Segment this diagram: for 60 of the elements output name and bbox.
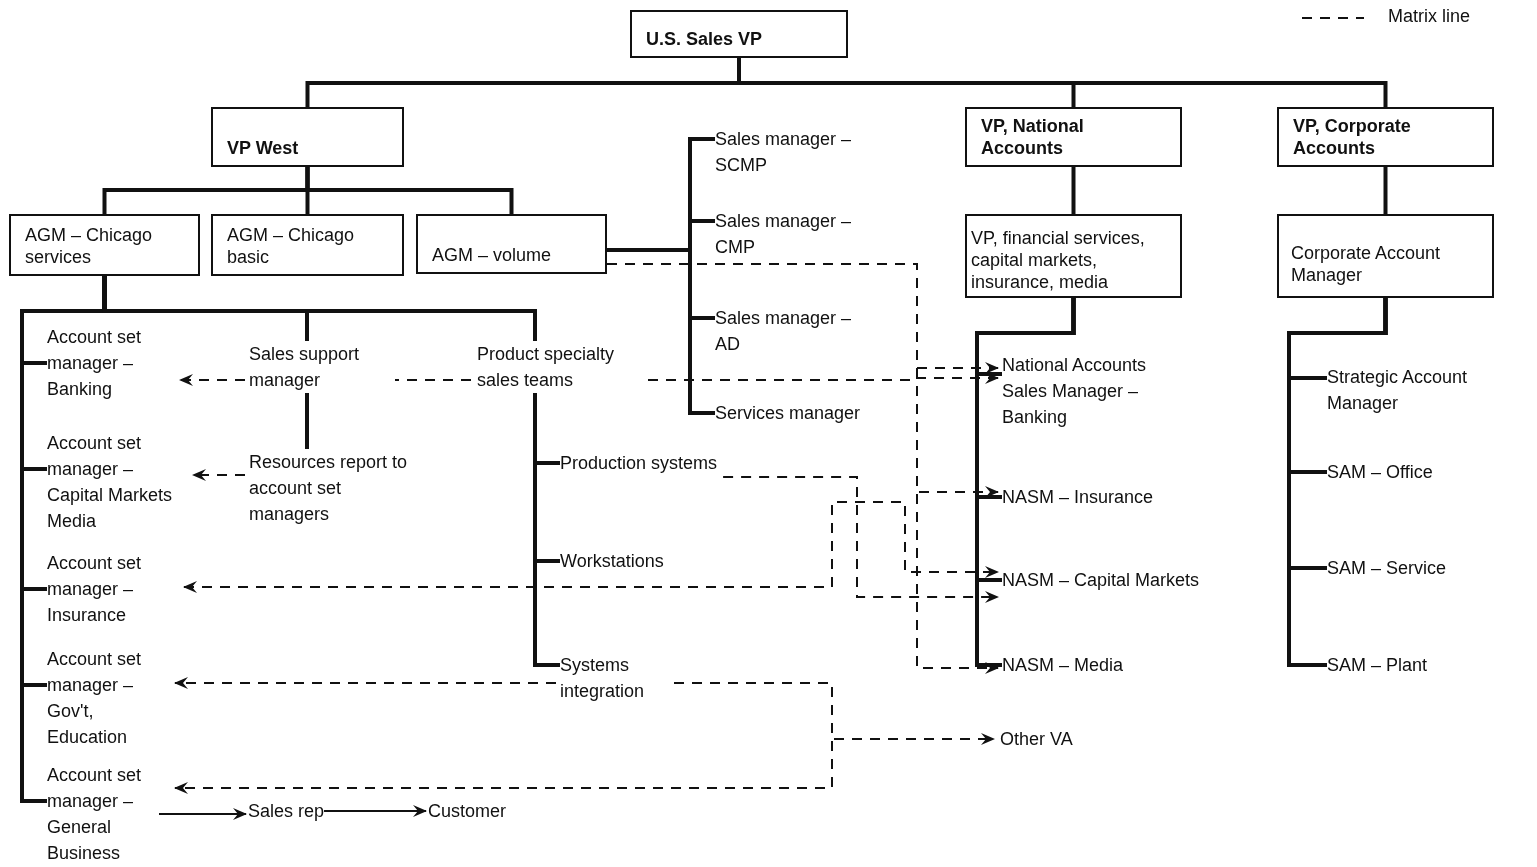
matrix-line [174,677,557,689]
position-box [1277,107,1494,167]
position-label: NASM – Media [1002,652,1124,678]
position-label: Strategic Account Manager [1327,364,1527,416]
position-label: Sales manager – AD [715,305,865,357]
position-title: AGM – volume [432,244,552,266]
position-title: U.S. Sales VP [646,28,763,50]
reporting-line [1287,298,1388,667]
position-label: Sales manager – CMP [715,208,885,260]
position-label: Account set manager – Banking [47,324,172,402]
position-label: Product specialty sales teams [477,341,642,393]
reporting-line [1383,167,1388,214]
position-label: Production systems [560,450,718,476]
position-label: Other VA [1000,726,1073,752]
matrix-line [722,476,999,603]
position-title: VP, financial services, capital markets, insurance, media [971,227,1146,293]
position-label: NASM – Insurance [1002,484,1154,510]
position-label: SAM – Plant [1327,652,1428,678]
position-label: Account set manager – Capital Markets Media [47,430,185,534]
position-box [9,214,200,276]
position-title: AGM – Chicago services [25,224,154,268]
position-label: Account set manager – Gov't, Education [47,646,167,750]
position-label: Account set manager – General Business [47,762,167,866]
position-box [965,107,1182,167]
position-box [416,214,607,274]
position-label: Systems integration [560,652,670,704]
position-label: Sales rep [248,798,325,824]
position-box [211,214,404,276]
position-title: VP West [227,137,299,159]
position-label: SAM – Office [1327,459,1433,485]
legend-label: Matrix line [1388,6,1471,27]
position-label: Sales support manager [249,341,389,393]
matrix-line [192,469,246,481]
matrix-line [183,501,999,593]
position-title: Corporate Account Manager [1291,242,1442,286]
matrix-line [394,379,472,381]
position-title: VP, Corporate Accounts [1293,115,1412,159]
position-box [965,214,1182,298]
position-box [211,107,404,167]
position-label: Account set manager – Insurance [47,550,172,628]
reporting-line [305,393,309,449]
matrix-line [179,374,246,386]
position-title: AGM – Chicago basic [227,224,356,268]
arrow [323,805,427,817]
reporting-line [1071,167,1076,214]
reporting-line [975,298,1076,667]
position-title: VP, National Accounts [981,115,1085,159]
position-label: SAM – Service [1327,555,1447,581]
position-box [630,10,848,58]
position-label: Services manager [715,400,861,426]
position-label: Resources report to account set managers [249,449,419,527]
position-label: Workstations [560,548,664,574]
position-box [1277,214,1494,298]
position-label: National Accounts Sales Manager – Banking [1002,352,1177,430]
position-label: Sales manager – SCMP [715,126,885,178]
position-label: Customer [428,798,507,824]
arrow [158,808,247,820]
reporting-line [305,167,514,214]
matrix-line [174,682,833,794]
position-label: NASM – Capital Markets [1002,567,1200,593]
